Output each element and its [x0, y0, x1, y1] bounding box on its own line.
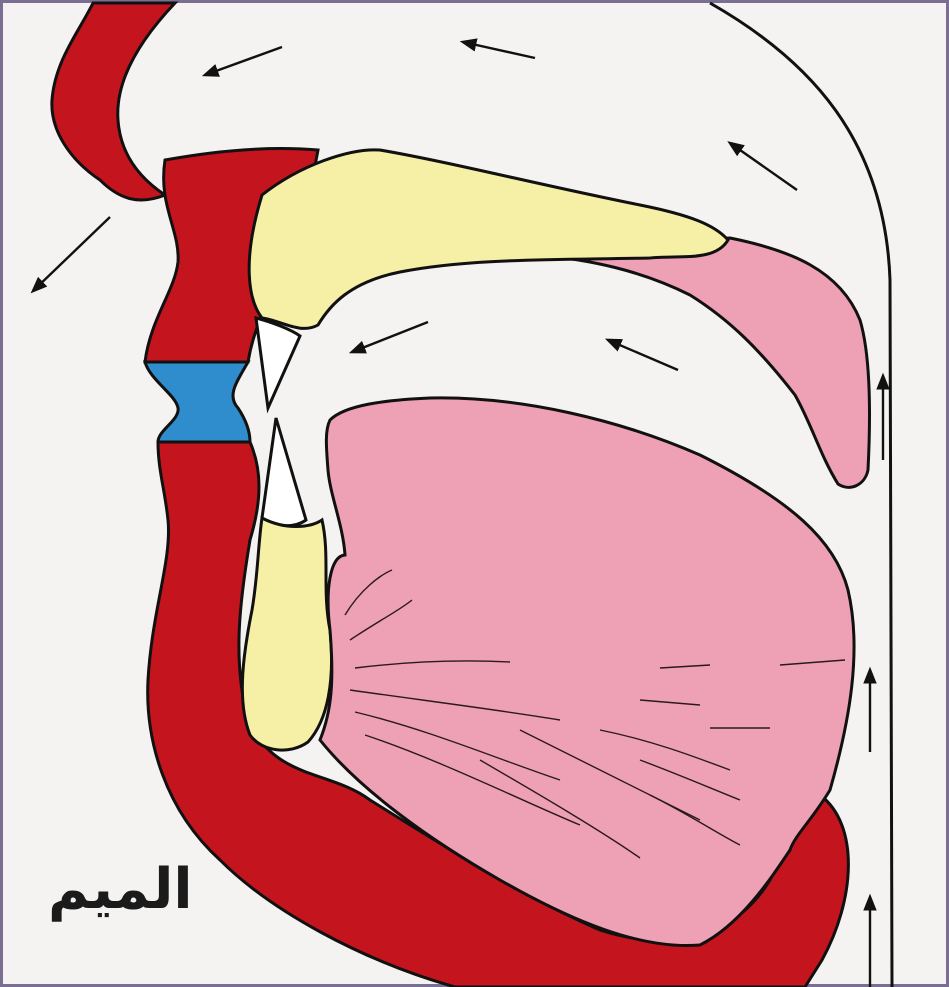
letter-caption: الميم: [48, 862, 193, 918]
